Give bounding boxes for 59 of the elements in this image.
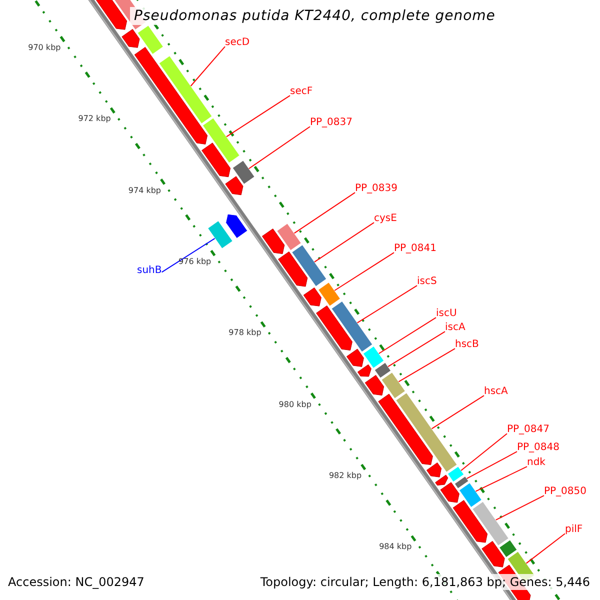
gene-bar — [291, 244, 327, 287]
gene-label: PP_0847 — [507, 424, 550, 436]
gene-bar — [318, 282, 341, 307]
gene-bar — [362, 346, 384, 369]
genome-summary-note: Topology: circular; Length: 6,181,863 bp; Genes: 5,446 — [258, 574, 592, 590]
leader-line — [526, 533, 566, 564]
scale-label: 978 kbp — [228, 328, 262, 338]
scale-label: 980 kbp — [278, 400, 312, 410]
leader-line — [466, 451, 518, 480]
scale-label: 970 kbp — [28, 43, 61, 54]
leader-line — [388, 331, 446, 368]
gene-bar — [380, 372, 406, 400]
gene-bar — [454, 476, 470, 490]
gene-label: PP_0839 — [355, 183, 398, 195]
gene-label: hscB — [455, 339, 479, 351]
gene-label: iscA — [445, 322, 466, 334]
gene-bar — [158, 55, 213, 124]
gene-bar — [202, 117, 240, 164]
gene-label: PP_0841 — [394, 243, 437, 255]
gene-label: iscU — [436, 308, 457, 320]
scale-label: 982 kbp — [328, 471, 362, 482]
gene-bar — [395, 392, 458, 473]
gene-bar — [232, 160, 256, 185]
leader-line — [398, 348, 456, 382]
leader-line — [226, 95, 290, 138]
gene-bar — [207, 220, 234, 250]
leader-line — [334, 252, 394, 291]
leader-line — [475, 466, 528, 492]
accession-note: Accession: NC_002947 — [6, 574, 146, 590]
leader-line — [378, 317, 436, 354]
gene-label: pilF — [565, 524, 583, 536]
leader-line — [356, 285, 418, 324]
leader-line — [161, 238, 216, 273]
gene-label: secD — [225, 37, 250, 49]
gene-bar — [276, 222, 302, 251]
gene-label: suhB — [137, 265, 162, 277]
gene-label: ndk — [527, 457, 546, 469]
leader-line — [431, 395, 484, 430]
gene-label: hscA — [484, 386, 508, 398]
leader-line — [460, 433, 508, 471]
leader-line — [248, 126, 310, 170]
gene-bar — [458, 482, 482, 508]
gene-label: cysE — [374, 213, 397, 225]
scale-label: 972 kbp — [78, 114, 111, 124]
gene-bar — [447, 466, 464, 482]
leader-line — [190, 46, 226, 86]
leader-line — [314, 222, 374, 262]
gene-label: PP_0837 — [310, 117, 353, 129]
gene-bar — [330, 300, 373, 352]
gene-label: iscS — [417, 276, 437, 288]
gene-label: PP_0848 — [517, 442, 560, 454]
gene-label: secF — [290, 86, 313, 98]
scale-label: 974 kbp — [128, 186, 161, 196]
gene-label: PP_0850 — [544, 486, 587, 498]
scale-label: 976 kbp — [178, 257, 212, 268]
scale-label: 984 kbp — [379, 542, 412, 552]
gene-bar — [472, 501, 510, 546]
leader-line — [495, 495, 544, 520]
gene-bar — [374, 362, 392, 379]
